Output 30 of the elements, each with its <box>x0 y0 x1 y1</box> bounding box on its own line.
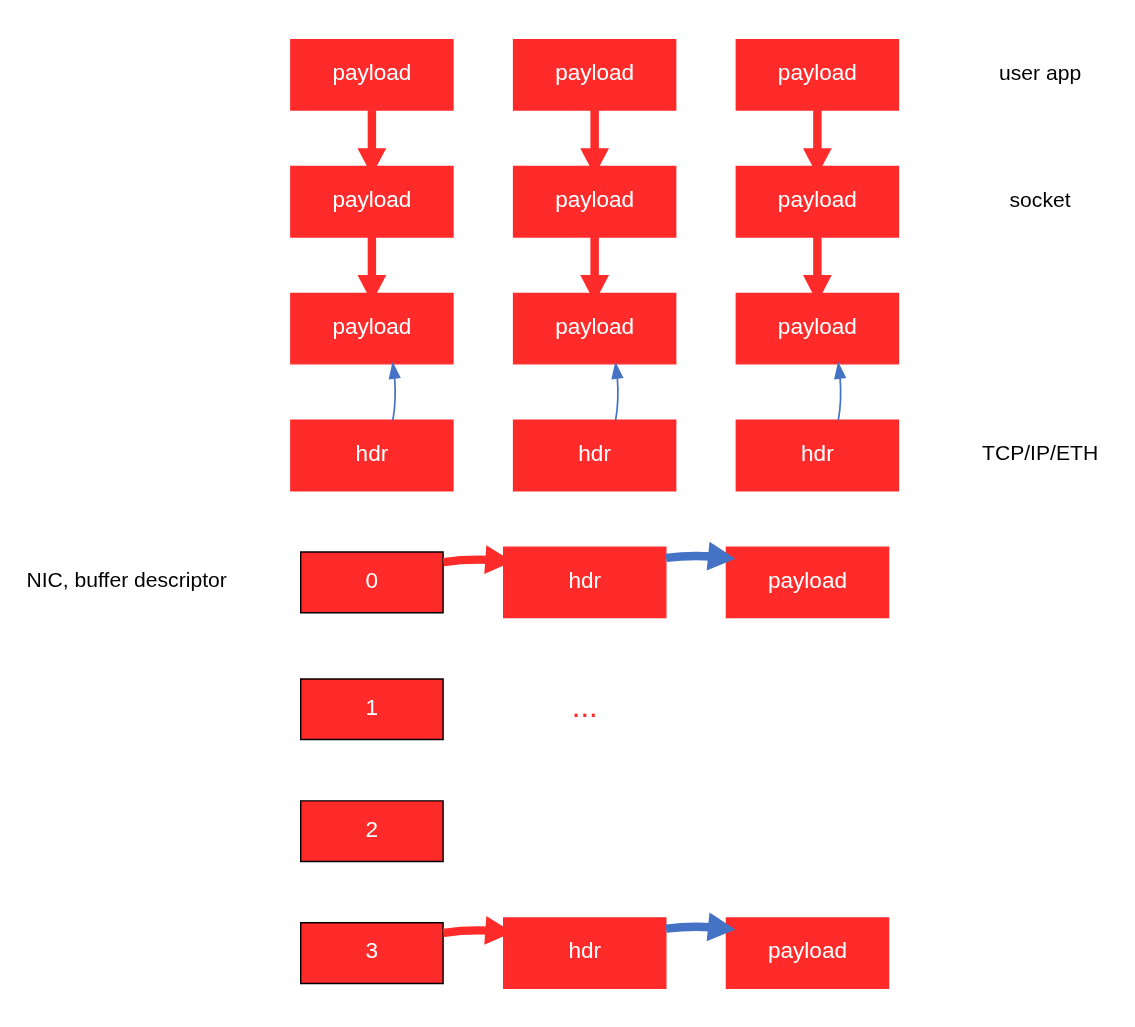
node-box: 3 <box>300 921 444 984</box>
node-box: payload <box>735 165 900 238</box>
arrow <box>834 360 847 421</box>
node-box: payload <box>290 38 454 111</box>
label: user app <box>998 60 1082 84</box>
node-box: hdr <box>735 419 900 491</box>
label: TCP/IP/ETH <box>982 440 1099 464</box>
arrow <box>388 360 401 421</box>
node-box: 2 <box>300 799 444 862</box>
node-box: hdr <box>503 545 667 618</box>
node-box: payload <box>512 165 677 238</box>
node-box: payload <box>735 38 900 111</box>
label: NIC, buffer descriptor <box>26 567 227 591</box>
node-box: 0 <box>300 550 444 613</box>
label: ... <box>571 688 598 724</box>
node-box: payload <box>735 292 900 365</box>
arrow <box>665 912 736 941</box>
node-box: payload <box>290 165 454 238</box>
node-box: payload <box>512 292 677 365</box>
node-box: hdr <box>512 419 677 491</box>
node-box: payload <box>725 545 890 618</box>
node-box: hdr <box>290 419 454 491</box>
node-box: payload <box>512 38 677 111</box>
node-box: payload <box>290 292 454 365</box>
arrow <box>665 541 736 570</box>
label: socket <box>1009 187 1071 211</box>
arrow <box>611 360 624 421</box>
node-box: payload <box>725 916 890 989</box>
node-box: 1 <box>300 677 444 740</box>
node-box: hdr <box>503 916 667 989</box>
